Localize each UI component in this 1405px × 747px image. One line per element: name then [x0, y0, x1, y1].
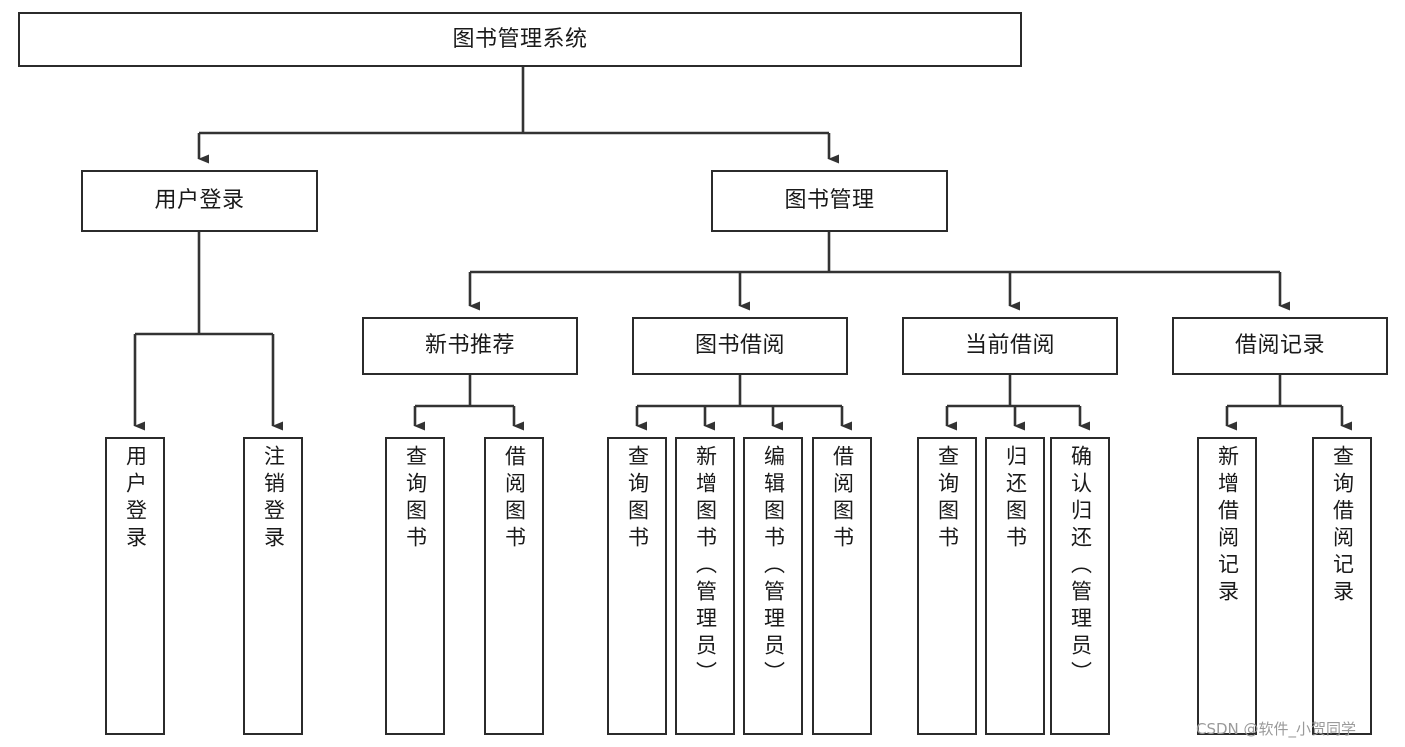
csdn-watermark: CSDN @软件_小贺同学: [1196, 720, 1357, 738]
level3-node-box[interactable]: 借阅记录: [1172, 317, 1388, 375]
level3-node-box[interactable]: 当前借阅: [902, 317, 1118, 375]
leaf-node-label: 查询图书: [625, 445, 650, 553]
level2-node-box[interactable]: 图书管理: [711, 170, 948, 232]
level2-node-label: 用户登录: [154, 188, 245, 213]
leaf-node-label: 查询图书: [935, 445, 960, 553]
leaf-node-box[interactable]: 查询图书: [917, 437, 977, 735]
level3-node-label: 图书借阅: [694, 333, 785, 358]
leaf-node-box[interactable]: 新增图书（管理员）: [675, 437, 735, 735]
leaf-node-label: 借阅图书: [830, 445, 855, 553]
level2-node-label: 图书管理: [784, 188, 875, 213]
leaf-node-box[interactable]: 归还图书: [985, 437, 1045, 735]
level3-node-box[interactable]: 图书借阅: [632, 317, 848, 375]
leaf-node-label: 查询借阅记录: [1330, 445, 1355, 607]
level3-node-label: 当前借阅: [964, 333, 1055, 358]
leaf-node-box[interactable]: 借阅图书: [812, 437, 872, 735]
leaf-node-box[interactable]: 查询图书: [385, 437, 445, 735]
leaf-node-box[interactable]: 注销登录: [243, 437, 303, 735]
leaf-node-box[interactable]: 查询图书: [607, 437, 667, 735]
leaf-node-box[interactable]: 用户登录: [105, 437, 165, 735]
leaf-node-label: 查询图书: [403, 445, 428, 553]
root-node-box[interactable]: 图书管理系统: [18, 12, 1022, 67]
leaf-node-label: 用户登录: [123, 445, 148, 553]
level3-node-label: 借阅记录: [1234, 333, 1325, 358]
leaf-node-label: 归还图书: [1003, 445, 1028, 553]
leaf-node-box[interactable]: 查询借阅记录: [1312, 437, 1372, 735]
level3-node-label: 新书推荐: [424, 333, 515, 358]
leaf-node-box[interactable]: 新增借阅记录: [1197, 437, 1257, 735]
leaf-node-label: 编辑图书（管理员）: [761, 445, 786, 688]
leaf-node-label: 新增图书（管理员）: [693, 445, 718, 688]
leaf-node-label: 注销登录: [261, 445, 286, 553]
level2-node-box[interactable]: 用户登录: [81, 170, 318, 232]
root-node-label: 图书管理系统: [452, 26, 588, 52]
leaf-node-box[interactable]: 编辑图书（管理员）: [743, 437, 803, 735]
leaf-node-label: 新增借阅记录: [1215, 445, 1240, 607]
level3-node-box[interactable]: 新书推荐: [362, 317, 578, 375]
leaf-node-box[interactable]: 借阅图书: [484, 437, 544, 735]
leaf-node-label: 确认归还（管理员）: [1068, 445, 1093, 688]
leaf-node-label: 借阅图书: [502, 445, 527, 553]
leaf-node-box[interactable]: 确认归还（管理员）: [1050, 437, 1110, 735]
